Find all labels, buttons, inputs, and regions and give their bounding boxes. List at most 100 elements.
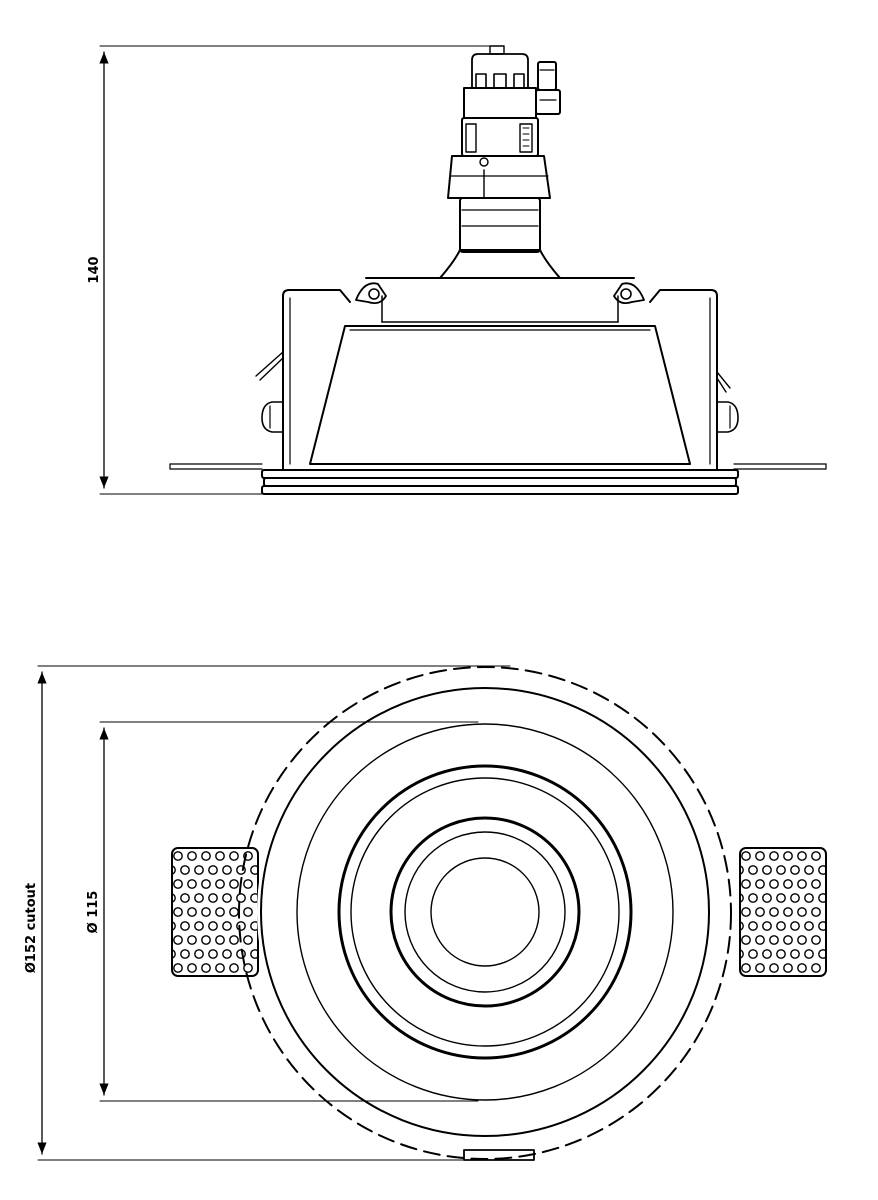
- perforation-hole: [776, 921, 786, 931]
- perforation-hole: [833, 922, 841, 930]
- perforation-hole: [250, 865, 258, 875]
- side-view: 140: [87, 45, 827, 495]
- perforation-hole: [222, 921, 232, 931]
- perforation-hole: [755, 879, 765, 889]
- perforation-hole: [777, 978, 785, 986]
- perforation-hole: [776, 865, 786, 875]
- perforation-hole: [173, 879, 183, 889]
- bezel-outer-ring: [260, 687, 710, 1137]
- lens-outer-ring: [404, 831, 566, 993]
- perforation-hole: [180, 949, 190, 959]
- perforation-hole: [783, 963, 793, 973]
- perforation-hole: [741, 935, 751, 945]
- perforation-hole: [243, 963, 253, 973]
- perforation-hole: [215, 935, 225, 945]
- perforation-hole: [840, 880, 848, 888]
- perforation-hole: [840, 992, 848, 1000]
- perforation-hole: [833, 950, 841, 958]
- perforation-hole: [826, 992, 834, 1000]
- perforation-hole: [244, 992, 252, 1000]
- perforation-hole: [230, 992, 238, 1000]
- perforation-hole: [236, 865, 246, 875]
- perforation-hole: [160, 936, 168, 944]
- lens-aperture: [430, 857, 540, 967]
- perforation-hole: [208, 949, 218, 959]
- perforation-hole: [208, 921, 218, 931]
- perforation-hole: [257, 963, 258, 973]
- ceiling-line: [169, 463, 827, 470]
- perforation-hole: [257, 879, 258, 889]
- perforation-hole: [762, 949, 772, 959]
- perforation-hole: [215, 963, 225, 973]
- perforation-hole: [847, 866, 855, 874]
- perforation-hole: [195, 978, 203, 986]
- reflector-inner-ring: [350, 777, 620, 1047]
- perforation-hole: [160, 908, 168, 916]
- perforation-hole: [222, 893, 232, 903]
- perforation-hole: [804, 865, 814, 875]
- perforation-hole: [740, 893, 744, 903]
- perforation-hole: [187, 851, 197, 861]
- perforation-hole: [250, 893, 258, 903]
- perforation-hole: [173, 851, 183, 861]
- perforation-hole: [748, 949, 758, 959]
- perforation-hole: [769, 851, 779, 861]
- perforation-hole: [748, 865, 758, 875]
- perforation-hole: [776, 949, 786, 959]
- lens-holder-ring: [389, 816, 581, 1008]
- perforation-hole: [769, 963, 779, 973]
- inner-diameter-label: Ø 115: [86, 891, 101, 934]
- perforation-hole: [840, 964, 848, 972]
- perforation-hole: [798, 992, 806, 1000]
- perforation-hole: [825, 851, 826, 861]
- perforation-hole: [215, 879, 225, 889]
- perforation-hole: [783, 879, 793, 889]
- perforation-hole: [194, 921, 204, 931]
- perforation-hole: [728, 908, 736, 916]
- perforation-hole: [783, 935, 793, 945]
- perforation-hole: [243, 879, 253, 889]
- perforation-hole: [811, 907, 821, 917]
- perforation-hole: [167, 978, 175, 986]
- perforation-hole: [229, 963, 239, 973]
- perforation-hole: [215, 851, 225, 861]
- inner-diameter-dimension: Ø 115: [86, 721, 479, 1102]
- perforation-hole: [202, 992, 210, 1000]
- perforation-hole: [194, 865, 204, 875]
- perforation-hole: [818, 865, 826, 875]
- perforation-hole: [825, 935, 826, 945]
- perforation-hole: [797, 851, 807, 861]
- perforation-hole: [825, 879, 826, 889]
- perforation-hole: [755, 935, 765, 945]
- cutout-diameter-dimension: Ø152 cutout: [24, 665, 511, 1161]
- perforation-hole: [769, 935, 779, 945]
- perforation-hole: [791, 978, 799, 986]
- perforation-hole: [741, 879, 751, 889]
- perforation-hole: [748, 921, 758, 931]
- perforation-hole: [833, 866, 841, 874]
- perforation-hole: [755, 907, 765, 917]
- perforation-hole: [188, 992, 196, 1000]
- perforation-hole: [243, 907, 253, 917]
- perforation-hole: [805, 978, 813, 986]
- perforation-hole: [790, 893, 800, 903]
- perforation-hole: [160, 880, 168, 888]
- reflector-ring: [337, 764, 633, 1060]
- perforation-hole: [797, 879, 807, 889]
- perforation-hole: [181, 978, 189, 986]
- perforation-hole: [229, 851, 239, 861]
- perforation-hole: [201, 935, 211, 945]
- bezel-inner-ring: [296, 723, 674, 1101]
- perforation-hole: [840, 908, 848, 916]
- perforation-hole: [819, 978, 827, 986]
- perforation-hole: [740, 949, 744, 959]
- perforation-hole: [847, 978, 855, 986]
- perforation-hole: [222, 949, 232, 959]
- perforation-hole: [818, 949, 826, 959]
- perforation-hole: [741, 907, 751, 917]
- right-mounting-tab: [728, 847, 855, 1000]
- perforation-hole: [251, 978, 259, 986]
- perforation-hole: [257, 935, 258, 945]
- perforation-hole: [215, 907, 225, 917]
- perforation-hole: [180, 865, 190, 875]
